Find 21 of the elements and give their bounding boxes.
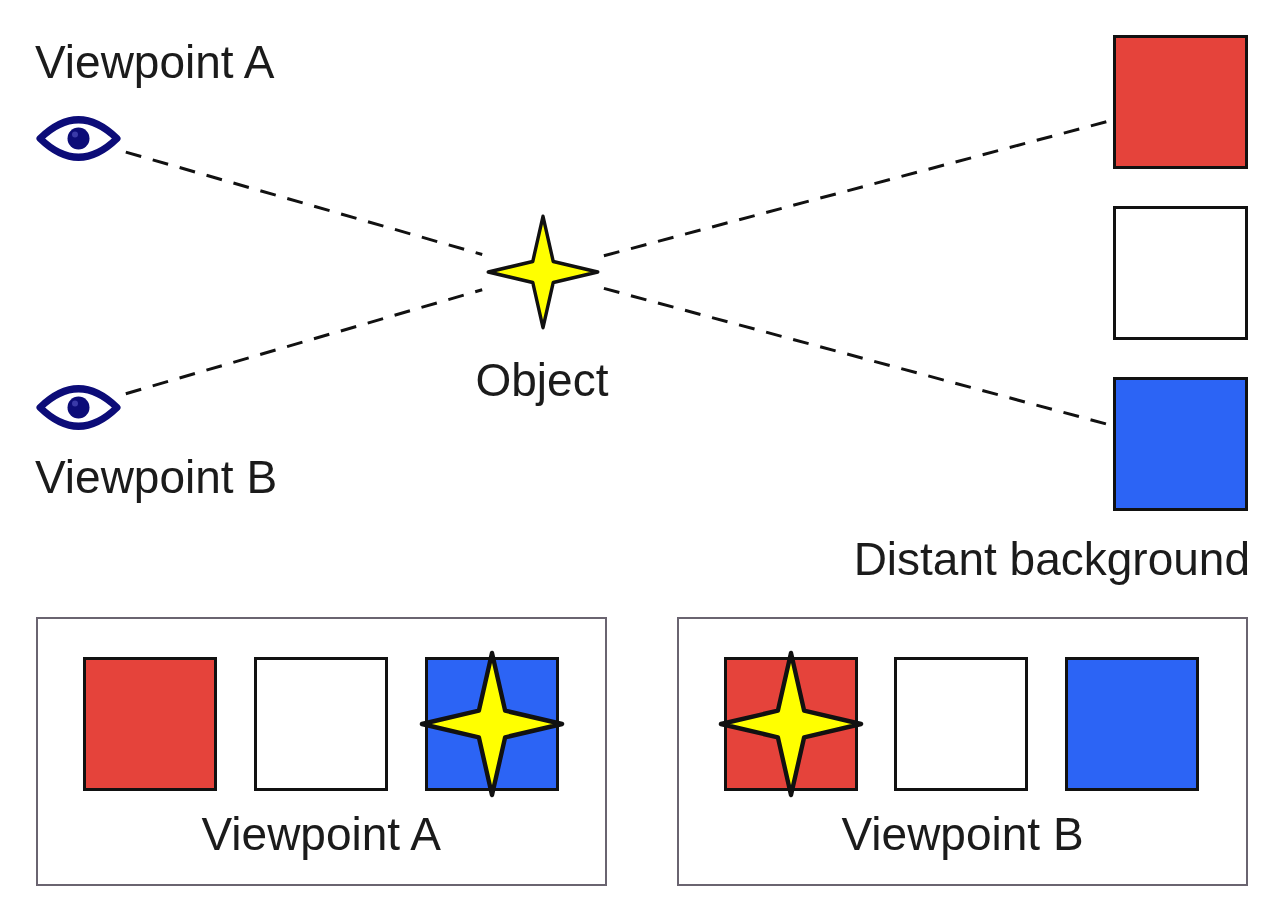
background-square <box>1113 377 1248 511</box>
star-icon <box>419 650 565 798</box>
background-square <box>1113 206 1248 340</box>
sight-line <box>125 288 483 396</box>
view-square <box>894 657 1028 791</box>
view-square <box>1065 657 1199 791</box>
eye-icon <box>35 384 122 431</box>
panel-caption: Viewpoint B <box>841 807 1084 862</box>
view-square <box>254 657 388 791</box>
panel-caption: Viewpoint A <box>201 807 442 862</box>
background-square <box>1113 35 1248 169</box>
object-label: Object <box>475 353 609 408</box>
view-square <box>83 657 217 791</box>
sight-line <box>125 150 483 256</box>
star-icon <box>486 214 600 330</box>
viewpoint-label: Viewpoint B <box>35 450 278 505</box>
eye-icon <box>35 115 122 162</box>
background-label: Distant background <box>853 532 1250 587</box>
viewpoint-label: Viewpoint A <box>35 35 275 90</box>
sight-line <box>603 119 1110 258</box>
star-icon <box>718 650 864 798</box>
